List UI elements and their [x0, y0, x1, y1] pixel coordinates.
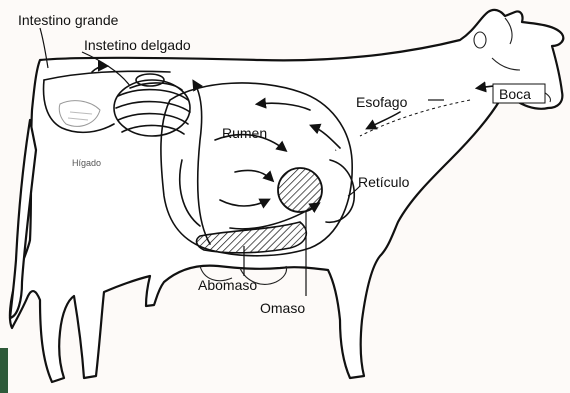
label-omaso: Omaso — [260, 300, 305, 316]
label-intestino-grande: Intestino grande — [18, 12, 119, 28]
label-reticulo: Retículo — [358, 174, 410, 190]
omaso-chamber — [278, 168, 322, 212]
label-higado: Hígado — [72, 158, 101, 168]
label-intestino-delgado: Instetino delgado — [84, 37, 191, 53]
label-abomaso: Abomaso — [198, 277, 257, 293]
label-rumen: Rumen — [222, 125, 267, 141]
corner-accent — [0, 348, 8, 393]
label-esofago: Esofago — [356, 94, 408, 110]
label-boca: Boca — [499, 86, 531, 102]
